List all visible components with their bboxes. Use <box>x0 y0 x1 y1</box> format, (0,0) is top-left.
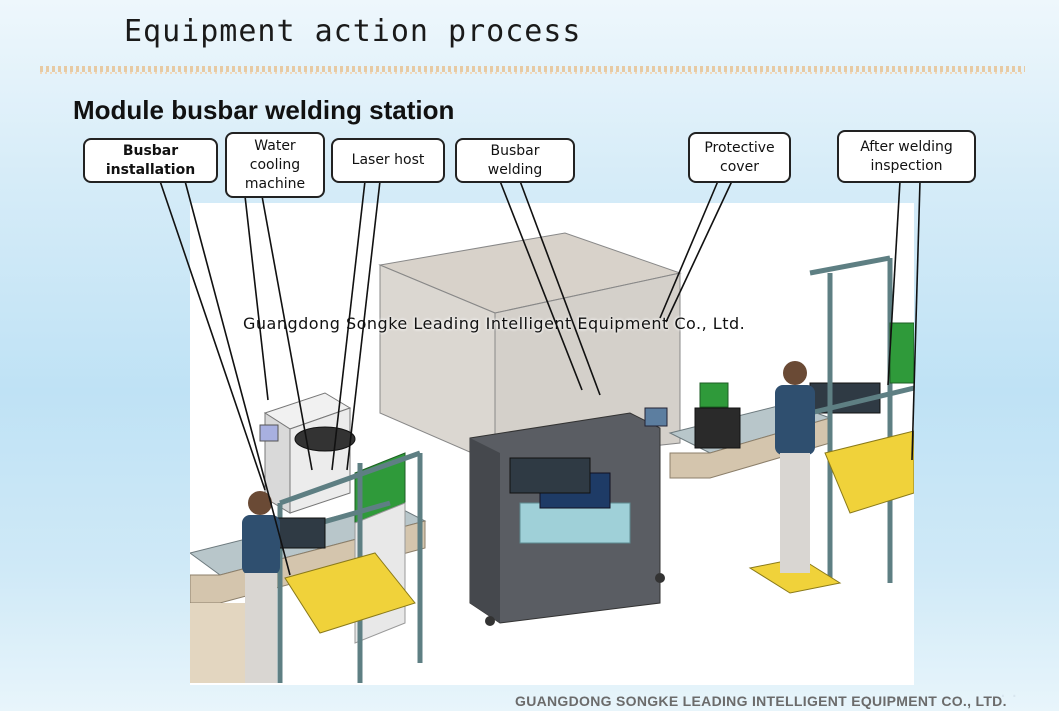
callout-after-welding-inspection: After welding inspection <box>837 130 976 183</box>
right-yellow-mat <box>824 430 914 514</box>
operator-left <box>242 491 280 683</box>
callout-laser-host: Laser host <box>331 138 445 183</box>
operator-right <box>775 361 815 573</box>
title-divider <box>40 66 1025 72</box>
left-yellow-mat <box>284 552 416 634</box>
corner-decoration: · · <box>1000 686 1018 707</box>
diagram-watermark: Guangdong Songke Leading Intelligent Equ… <box>243 314 746 333</box>
right-workstation <box>809 255 914 583</box>
equipment-diagram: Guangdong Songke Leading Intelligent Equ… <box>190 203 914 685</box>
callout-water-cooling-machine: Water cooling machine <box>225 132 325 198</box>
title-divider-secondary <box>40 72 1025 74</box>
callout-protective-cover: Protective cover <box>688 132 791 183</box>
callout-busbar-welding: Busbar welding <box>455 138 575 183</box>
right-green-panel <box>889 322 914 384</box>
slide-title: Equipment action process <box>124 14 582 49</box>
footer-company-name: GUANGDONG SONGKE LEADING INTELLIGENT EQU… <box>515 693 1007 709</box>
callout-busbar-installation: Busbar installation <box>83 138 218 183</box>
section-heading: Module busbar welding station <box>73 95 455 125</box>
battery-module-left <box>274 517 326 549</box>
equipment-illustration <box>190 232 914 683</box>
battery-module-center <box>509 457 591 494</box>
